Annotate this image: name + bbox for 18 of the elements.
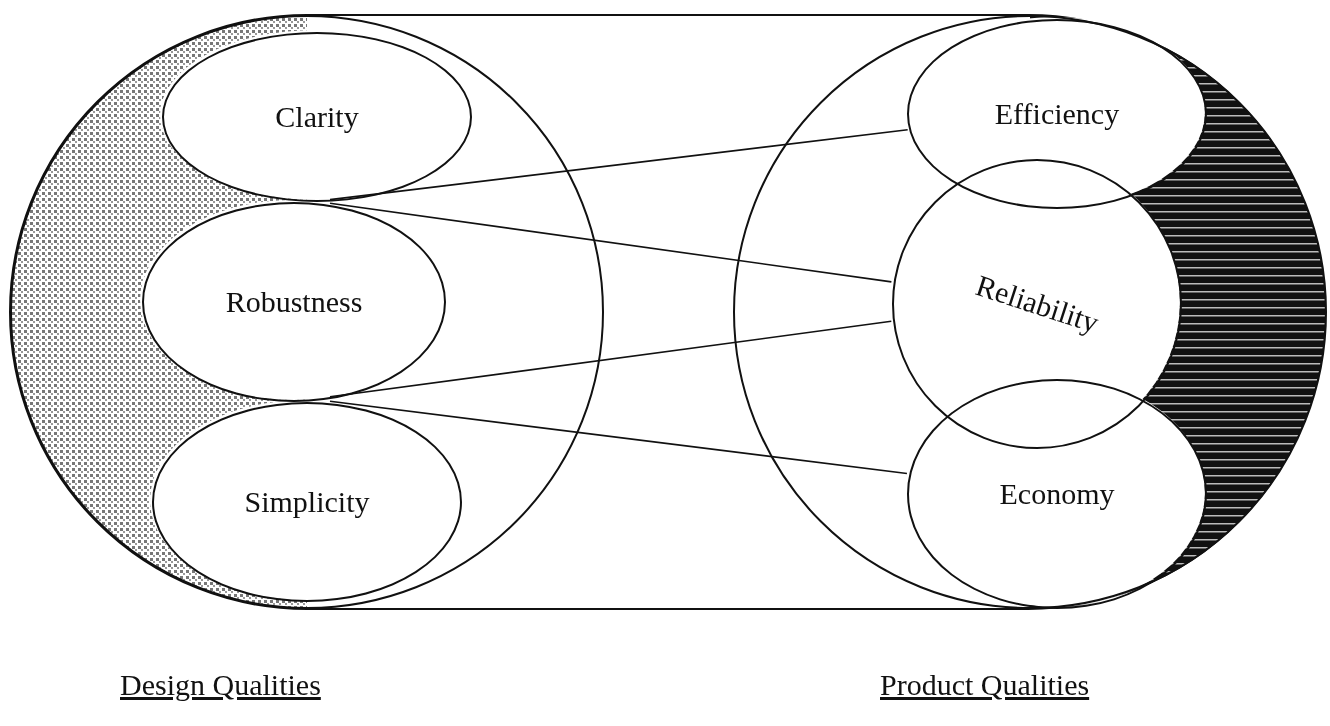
node-label: Efficiency <box>994 97 1120 131</box>
ellipse-node <box>892 159 1182 449</box>
ellipse-node <box>162 32 472 202</box>
section-caption: Product Qualities <box>880 668 1090 702</box>
node-label: Clarity <box>275 100 359 134</box>
circle-outline <box>733 15 1327 609</box>
ellipse-node <box>152 402 462 602</box>
ellipse-node <box>907 19 1207 209</box>
ellipse-node <box>142 202 446 402</box>
connector-line <box>329 129 909 201</box>
section-caption: Design Qualities <box>120 668 321 702</box>
connector-line <box>329 202 893 283</box>
circle-outline <box>10 15 604 609</box>
node-label: Economy <box>999 477 1115 511</box>
ellipse-node <box>907 379 1207 609</box>
node-label: Robustness <box>225 285 363 319</box>
connector-line <box>329 400 908 475</box>
node-label: Simplicity <box>244 485 370 519</box>
